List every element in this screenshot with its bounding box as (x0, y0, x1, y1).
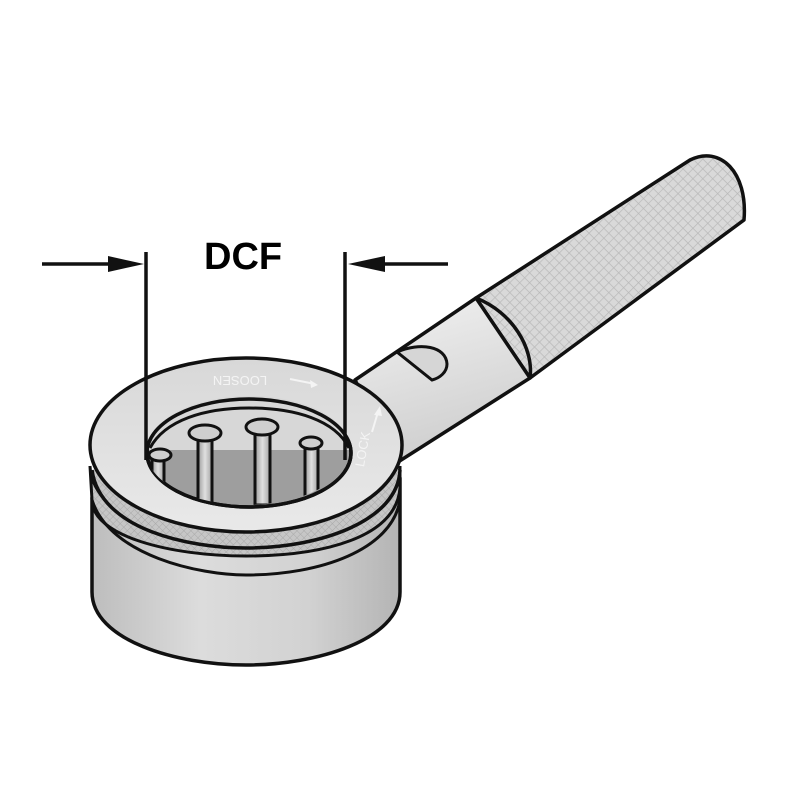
right-arrow-icon (108, 256, 144, 272)
lock-marking: LOCK (352, 430, 373, 468)
shaft (353, 296, 533, 464)
ring-head: LOOSEN LOCK (88, 356, 404, 667)
dimension-arrows (42, 252, 448, 460)
loosen-arrow-icon (310, 380, 318, 388)
lock-arrow-icon (374, 406, 382, 416)
loosen-marking: LOOSEN (213, 373, 267, 388)
dimension-label: DCF (204, 236, 283, 278)
bore-pins (147, 417, 324, 505)
knurled-handle (474, 154, 747, 380)
left-arrow-icon (348, 256, 385, 272)
